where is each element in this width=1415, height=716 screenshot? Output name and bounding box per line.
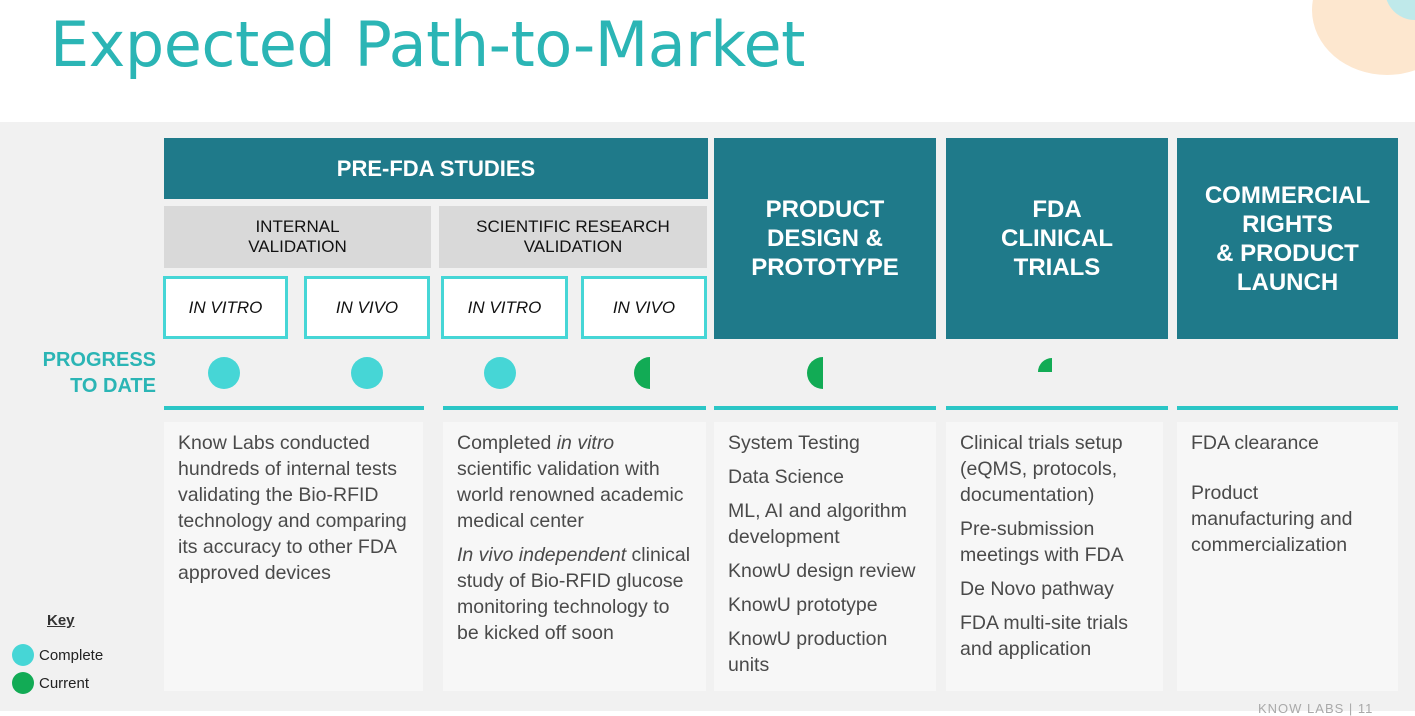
key-current-label: Current: [39, 675, 90, 692]
product-description: System Testing Data Science ML, AI and a…: [714, 422, 936, 691]
progress-internal-in-vivo-complete: [351, 357, 383, 389]
commercial-description: FDA clearance Product manufacturing and …: [1177, 422, 1398, 691]
scientific-1-prefix: Completed: [457, 432, 557, 454]
scientific-description-2: In vivo independent clinical study of Bi…: [457, 542, 694, 646]
fda-trials-header: FDA CLINICAL TRIALS: [946, 138, 1168, 339]
progress-internal-in-vitro-complete: [208, 357, 240, 389]
commercial-item: FDA clearance: [1191, 432, 1319, 454]
divider-scientific: [443, 406, 706, 410]
progress-scientific-in-vitro-complete: [484, 357, 516, 389]
scientific-2-italic: In vivo independent: [457, 544, 627, 566]
scientific-description: Completed in vitro scientific validation…: [443, 422, 706, 691]
fda-item: De Novo pathway: [960, 578, 1114, 600]
progress-product-design-current: [807, 357, 839, 389]
divider-product: [714, 406, 936, 410]
commercial-header: COMMERCIAL RIGHTS & PRODUCT LAUNCH: [1177, 138, 1398, 339]
scientific-1-suffix: scientific validation with world renowne…: [457, 458, 684, 532]
divider-commercial: [1177, 406, 1398, 410]
progress-fda-trials-current: [1038, 358, 1066, 386]
product-item: KnowU design review: [728, 560, 916, 582]
internal-description: Know Labs conducted hundreds of internal…: [164, 422, 423, 691]
internal-in-vitro-label: IN VITRO: [163, 276, 288, 339]
footer-page-label: KNOW LABS | 11: [1258, 701, 1374, 716]
scientific-description-1: Completed in vitro scientific validation…: [457, 430, 694, 534]
progress-scientific-in-vivo-current: [634, 357, 666, 389]
scientific-in-vitro-label: IN VITRO: [441, 276, 568, 339]
divider-internal: [164, 406, 424, 410]
page-title: Expected Path-to-Market: [50, 8, 805, 81]
commercial-item: Product manufacturing and commercializat…: [1191, 482, 1353, 556]
scientific-1-italic: in vitro: [556, 432, 615, 454]
product-item: System Testing: [728, 432, 860, 454]
progress-to-date-label: PROGRESS TO DATE: [42, 349, 156, 397]
pre-fda-header: PRE-FDA STUDIES: [164, 138, 708, 199]
key-complete-swatch: [12, 644, 34, 666]
fda-description: Clinical trials setup (eQMS, protocols, …: [946, 422, 1163, 691]
scientific-validation-header: SCIENTIFIC RESEARCH VALIDATION: [439, 206, 707, 268]
corner-decoration: [1290, 0, 1415, 80]
fda-item: Pre-submission meetings with FDA: [960, 518, 1124, 566]
internal-in-vivo-label: IN VIVO: [304, 276, 430, 339]
scientific-in-vivo-label: IN VIVO: [581, 276, 707, 339]
product-item: Data Science: [728, 466, 844, 488]
key-complete-label: Complete: [39, 647, 104, 664]
fda-item: FDA multi-site trials and application: [960, 612, 1128, 660]
internal-description-text: Know Labs conducted hundreds of internal…: [178, 432, 407, 584]
divider-fda: [946, 406, 1168, 410]
key-title: Key: [47, 612, 75, 629]
product-item: ML, AI and algorithm development: [728, 500, 907, 548]
scientific-2-suffix: clinical study of Bio-RFID glucose monit…: [457, 544, 691, 644]
internal-validation-header: INTERNAL VALIDATION: [164, 206, 431, 268]
fda-item: Clinical trials setup (eQMS, protocols, …: [960, 432, 1123, 506]
product-item: KnowU production units: [728, 628, 888, 676]
product-item: KnowU prototype: [728, 594, 878, 616]
product-design-header: PRODUCT DESIGN & PROTOTYPE: [714, 138, 936, 339]
key-current-swatch: [12, 672, 34, 694]
